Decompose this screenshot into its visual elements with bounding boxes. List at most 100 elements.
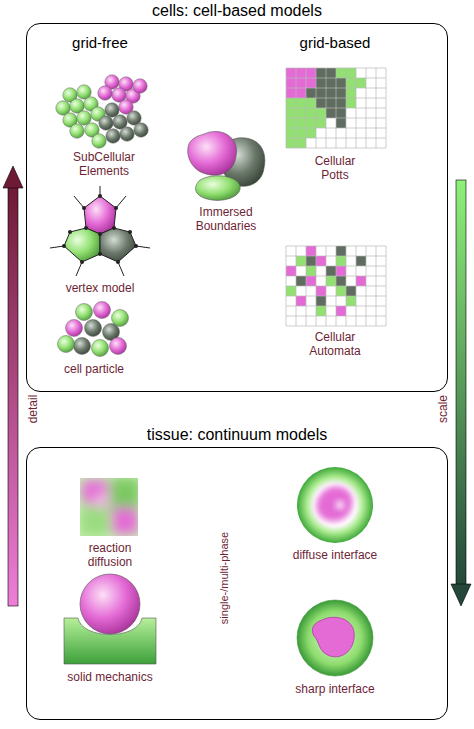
panel-heading: cells: cell-based models [148, 2, 326, 20]
grid-cell [286, 108, 296, 118]
grid-cell [336, 68, 346, 78]
scale-arrow [451, 180, 471, 606]
grid-cell [336, 306, 346, 316]
grid-line [286, 88, 386, 89]
grid-cell [296, 118, 306, 128]
grid-cell [316, 118, 326, 128]
grid-line [286, 266, 386, 267]
grid-cell [306, 98, 316, 108]
grid-line [286, 316, 386, 317]
grid-cell [316, 108, 326, 118]
grid-cell [356, 276, 366, 286]
grid-line [286, 108, 386, 109]
subcellular-element [98, 86, 112, 100]
grid-cell [346, 286, 356, 296]
grid-line [286, 286, 386, 287]
grid-cell [306, 108, 316, 118]
figure-caption: Cellular Potts [300, 154, 370, 182]
grid-line [286, 326, 386, 327]
grid-cell [326, 88, 336, 98]
subcellular-element [70, 124, 84, 138]
grid-cell [296, 68, 306, 78]
grid-cell [296, 98, 306, 108]
grid-cell [316, 98, 326, 108]
grid-line [286, 246, 386, 247]
grid-cell [336, 256, 346, 266]
axis-label: detail [26, 395, 40, 424]
grid-cell [286, 98, 296, 108]
figure-caption: sharp interface [270, 682, 400, 696]
column-heading: grid-free [30, 34, 170, 51]
grid-line [286, 276, 386, 277]
subcellular-element [99, 116, 113, 130]
grid-cell [326, 78, 336, 88]
grid-cell [306, 266, 316, 276]
grid-line [286, 68, 386, 69]
grid-line [286, 306, 386, 307]
cell-particle [85, 320, 102, 337]
sharp-interface-figure [297, 600, 373, 676]
grid-cell [296, 296, 306, 306]
grid-cell [296, 276, 306, 286]
subcellular-element [120, 127, 134, 141]
grid-cell [336, 78, 346, 88]
figure-caption: reaction diffusion [74, 541, 146, 569]
grid-cell [346, 78, 356, 88]
grid-cell [336, 108, 346, 118]
grid-cell [286, 118, 296, 128]
grid-cell [336, 276, 346, 286]
grid-cell [286, 78, 296, 88]
grid-cell [346, 296, 356, 306]
grid-line [286, 296, 386, 297]
grid-cell [296, 256, 306, 266]
grid-cell [336, 88, 346, 98]
reaction-diffusion-figure [80, 478, 138, 536]
grid-line [286, 148, 386, 149]
grid-cell [316, 256, 326, 266]
figure-caption: vertex model [45, 281, 155, 295]
panel-heading: tissue: continuum models [143, 426, 332, 444]
cell-particle-figure [58, 302, 129, 357]
subcellular-element [134, 123, 148, 137]
grid-cell [316, 306, 326, 316]
grid-cell [336, 286, 346, 296]
grid-cell [316, 88, 326, 98]
grid-cell [326, 98, 336, 108]
grid-cell [306, 276, 316, 286]
grid-cell [286, 138, 296, 148]
grid-cell [296, 138, 306, 148]
grid-cell [286, 128, 296, 138]
solid-mechanics-figure [64, 574, 156, 664]
figure-caption: diffuse interface [270, 548, 400, 562]
grid-cell [306, 246, 316, 256]
figure-caption: cell particle [39, 362, 149, 376]
grid-cell [296, 78, 306, 88]
cell-particle [110, 338, 127, 355]
subcellular-elements-figure [56, 75, 148, 148]
subcellular-element [92, 134, 106, 148]
figure-caption: Cellular Automata [300, 330, 370, 358]
column-heading: grid-based [265, 34, 405, 51]
grid-cell [336, 266, 346, 276]
grid-line [286, 256, 386, 257]
grid-cell [346, 98, 356, 108]
grid-cell [306, 88, 316, 98]
grid-cell [286, 68, 296, 78]
figure-caption: SubCellular Elements [64, 150, 144, 178]
grid-cell [316, 296, 326, 306]
grid-line [286, 98, 386, 99]
grid-cell [316, 286, 326, 296]
grid-cell [326, 276, 336, 286]
grid-cell [306, 68, 316, 78]
grid-cell [286, 286, 296, 296]
grid-cell [296, 88, 306, 98]
model-group-panel: cells: cell-based models [26, 2, 448, 392]
grid-cell [356, 78, 366, 88]
grid-cell [296, 128, 306, 138]
figure-caption: Immersed Boundaries [183, 205, 269, 233]
grid-line [286, 78, 386, 79]
immersed-boundaries-figure [188, 131, 265, 200]
cell-particle [66, 320, 83, 337]
grid-cell [286, 88, 296, 98]
